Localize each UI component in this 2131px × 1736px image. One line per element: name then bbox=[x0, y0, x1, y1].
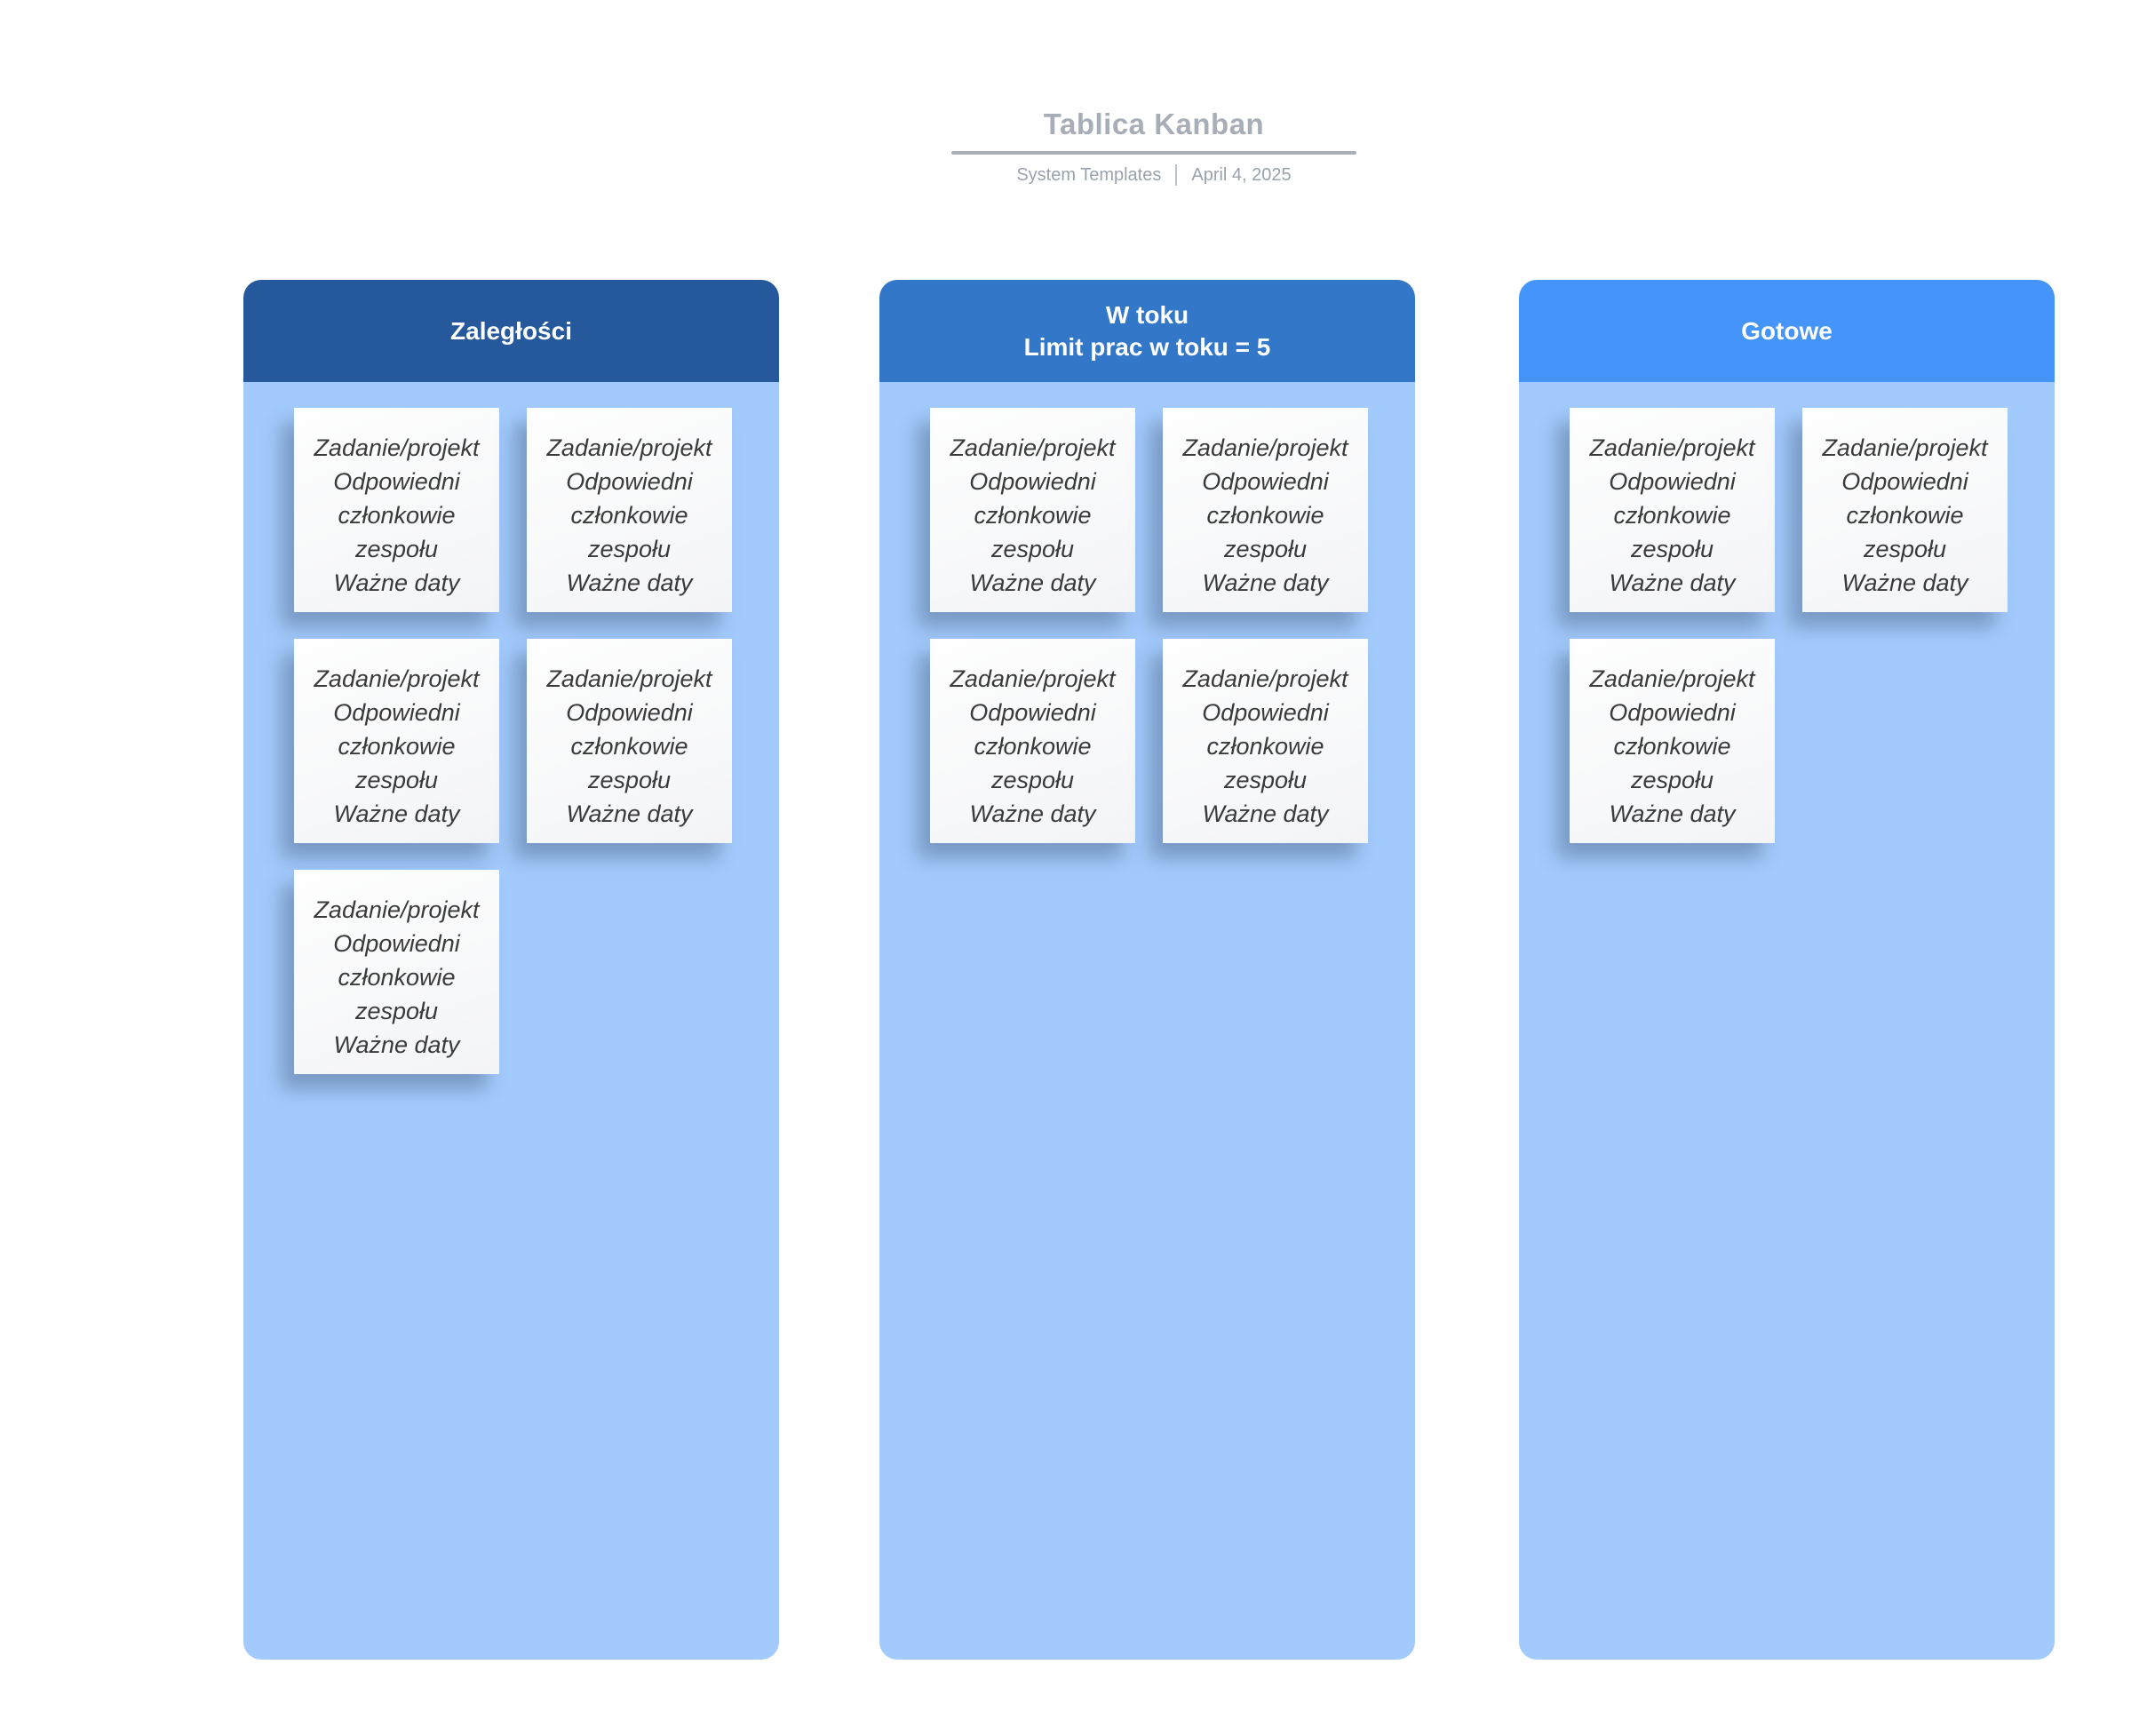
card-text: Zadanie/projekt Odpowiedni członkowie ze… bbox=[1811, 420, 2000, 600]
card-line: Odpowiedni członkowie zespołu bbox=[566, 468, 693, 562]
kanban-column-in-progress: W toku Limit prac w toku = 5 Zadanie/pro… bbox=[879, 280, 1415, 1660]
card-line: Zadanie/projekt bbox=[314, 665, 480, 692]
sticky-note-card[interactable]: Zadanie/projekt Odpowiedni członkowie ze… bbox=[294, 639, 499, 843]
card-text: Zadanie/projekt Odpowiedni członkowie ze… bbox=[1172, 420, 1360, 600]
card-grid: Zadanie/projekt Odpowiedni członkowie ze… bbox=[879, 382, 1415, 843]
card-text: Zadanie/projekt Odpowiedni członkowie ze… bbox=[536, 651, 724, 831]
card-line: Zadanie/projekt bbox=[546, 434, 712, 461]
card-line: Ważne daty bbox=[1202, 800, 1329, 827]
kanban-column-backlog: Zaległości Zadanie/projekt Odpowiedni cz… bbox=[243, 280, 779, 1660]
card-line: Ważne daty bbox=[1609, 800, 1736, 827]
card-grid: Zadanie/projekt Odpowiedni członkowie ze… bbox=[243, 382, 779, 1074]
page-title-block: Tablica Kanban System Templates April 4,… bbox=[951, 107, 1356, 186]
card-line: Odpowiedni członkowie zespołu bbox=[969, 699, 1096, 793]
card-line: Ważne daty bbox=[1202, 569, 1329, 596]
card-line: Zadanie/projekt bbox=[950, 434, 1116, 461]
card-text: Zadanie/projekt Odpowiedni członkowie ze… bbox=[1578, 420, 1767, 600]
card-line: Odpowiedni członkowie zespołu bbox=[1202, 468, 1329, 562]
card-line: Zadanie/projekt bbox=[950, 665, 1116, 692]
column-header: W toku Limit prac w toku = 5 bbox=[879, 280, 1415, 382]
sticky-note-card[interactable]: Zadanie/projekt Odpowiedni członkowie ze… bbox=[1163, 408, 1368, 612]
card-line: Ważne daty bbox=[566, 569, 693, 596]
card-text: Zadanie/projekt Odpowiedni członkowie ze… bbox=[303, 651, 491, 831]
card-line: Odpowiedni członkowie zespołu bbox=[969, 468, 1096, 562]
card-line: Odpowiedni członkowie zespołu bbox=[1202, 699, 1329, 793]
column-body: Zadanie/projekt Odpowiedni członkowie ze… bbox=[879, 382, 1415, 1660]
card-line: Zadanie/projekt bbox=[314, 896, 480, 923]
card-line: Ważne daty bbox=[1609, 569, 1736, 596]
kanban-column-done: Gotowe Zadanie/projekt Odpowiedni członk… bbox=[1519, 280, 2055, 1660]
card-text: Zadanie/projekt Odpowiedni członkowie ze… bbox=[1172, 651, 1360, 831]
sticky-note-card[interactable]: Zadanie/projekt Odpowiedni członkowie ze… bbox=[527, 408, 732, 612]
meta-date: April 4, 2025 bbox=[1191, 165, 1292, 185]
sticky-note-card[interactable]: Zadanie/projekt Odpowiedni członkowie ze… bbox=[1570, 639, 1775, 843]
card-grid: Zadanie/projekt Odpowiedni członkowie ze… bbox=[1519, 382, 2055, 843]
card-text: Zadanie/projekt Odpowiedni członkowie ze… bbox=[303, 882, 491, 1062]
card-line: Ważne daty bbox=[1841, 569, 1968, 596]
card-line: Ważne daty bbox=[969, 569, 1096, 596]
card-line: Zadanie/projekt bbox=[1589, 665, 1755, 692]
card-line: Odpowiedni członkowie zespołu bbox=[1841, 468, 1968, 562]
card-line: Ważne daty bbox=[566, 800, 693, 827]
card-line: Ważne daty bbox=[333, 1031, 460, 1058]
title-underline bbox=[951, 151, 1356, 155]
column-title: Zaległości bbox=[450, 316, 572, 345]
card-line: Odpowiedni członkowie zespołu bbox=[333, 930, 460, 1024]
card-line: Odpowiedni członkowie zespołu bbox=[1609, 468, 1736, 562]
card-line: Odpowiedni członkowie zespołu bbox=[1609, 699, 1736, 793]
card-line: Zadanie/projekt bbox=[546, 665, 712, 692]
card-line: Zadanie/projekt bbox=[1589, 434, 1755, 461]
page-title: Tablica Kanban bbox=[1043, 108, 1265, 140]
card-line: Ważne daty bbox=[333, 800, 460, 827]
card-text: Zadanie/projekt Odpowiedni członkowie ze… bbox=[1578, 651, 1767, 831]
sticky-note-card[interactable]: Zadanie/projekt Odpowiedni członkowie ze… bbox=[1570, 408, 1775, 612]
sticky-note-card[interactable]: Zadanie/projekt Odpowiedni członkowie ze… bbox=[1802, 408, 2008, 612]
card-line: Zadanie/projekt bbox=[1182, 434, 1348, 461]
card-line: Zadanie/projekt bbox=[1822, 434, 1988, 461]
column-body: Zadanie/projekt Odpowiedni członkowie ze… bbox=[1519, 382, 2055, 1660]
column-title: Gotowe bbox=[1741, 316, 1833, 345]
sticky-note-card[interactable]: Zadanie/projekt Odpowiedni członkowie ze… bbox=[294, 408, 499, 612]
column-wip-limit: Limit prac w toku = 5 bbox=[1023, 332, 1271, 361]
card-text: Zadanie/projekt Odpowiedni członkowie ze… bbox=[939, 651, 1127, 831]
card-line: Odpowiedni członkowie zespołu bbox=[333, 699, 460, 793]
sticky-note-card[interactable]: Zadanie/projekt Odpowiedni członkowie ze… bbox=[294, 870, 499, 1074]
card-line: Ważne daty bbox=[969, 800, 1096, 827]
card-text: Zadanie/projekt Odpowiedni członkowie ze… bbox=[303, 420, 491, 600]
sticky-note-card[interactable]: Zadanie/projekt Odpowiedni członkowie ze… bbox=[527, 639, 732, 843]
card-line: Ważne daty bbox=[333, 569, 460, 596]
card-text: Zadanie/projekt Odpowiedni członkowie ze… bbox=[536, 420, 724, 600]
meta-source: System Templates bbox=[1016, 165, 1162, 185]
card-line: Odpowiedni członkowie zespołu bbox=[566, 699, 693, 793]
column-header: Zaległości bbox=[243, 280, 779, 382]
card-line: Zadanie/projekt bbox=[314, 434, 480, 461]
card-line: Odpowiedni członkowie zespołu bbox=[333, 468, 460, 562]
card-text: Zadanie/projekt Odpowiedni członkowie ze… bbox=[939, 420, 1127, 600]
meta-row: System Templates April 4, 2025 bbox=[951, 164, 1356, 186]
column-title: W toku bbox=[1105, 300, 1189, 329]
sticky-note-card[interactable]: Zadanie/projekt Odpowiedni członkowie ze… bbox=[930, 639, 1135, 843]
column-body: Zadanie/projekt Odpowiedni członkowie ze… bbox=[243, 382, 779, 1660]
column-header: Gotowe bbox=[1519, 280, 2055, 382]
sticky-note-card[interactable]: Zadanie/projekt Odpowiedni członkowie ze… bbox=[930, 408, 1135, 612]
meta-divider bbox=[1175, 164, 1178, 186]
sticky-note-card[interactable]: Zadanie/projekt Odpowiedni członkowie ze… bbox=[1163, 639, 1368, 843]
card-line: Zadanie/projekt bbox=[1182, 665, 1348, 692]
